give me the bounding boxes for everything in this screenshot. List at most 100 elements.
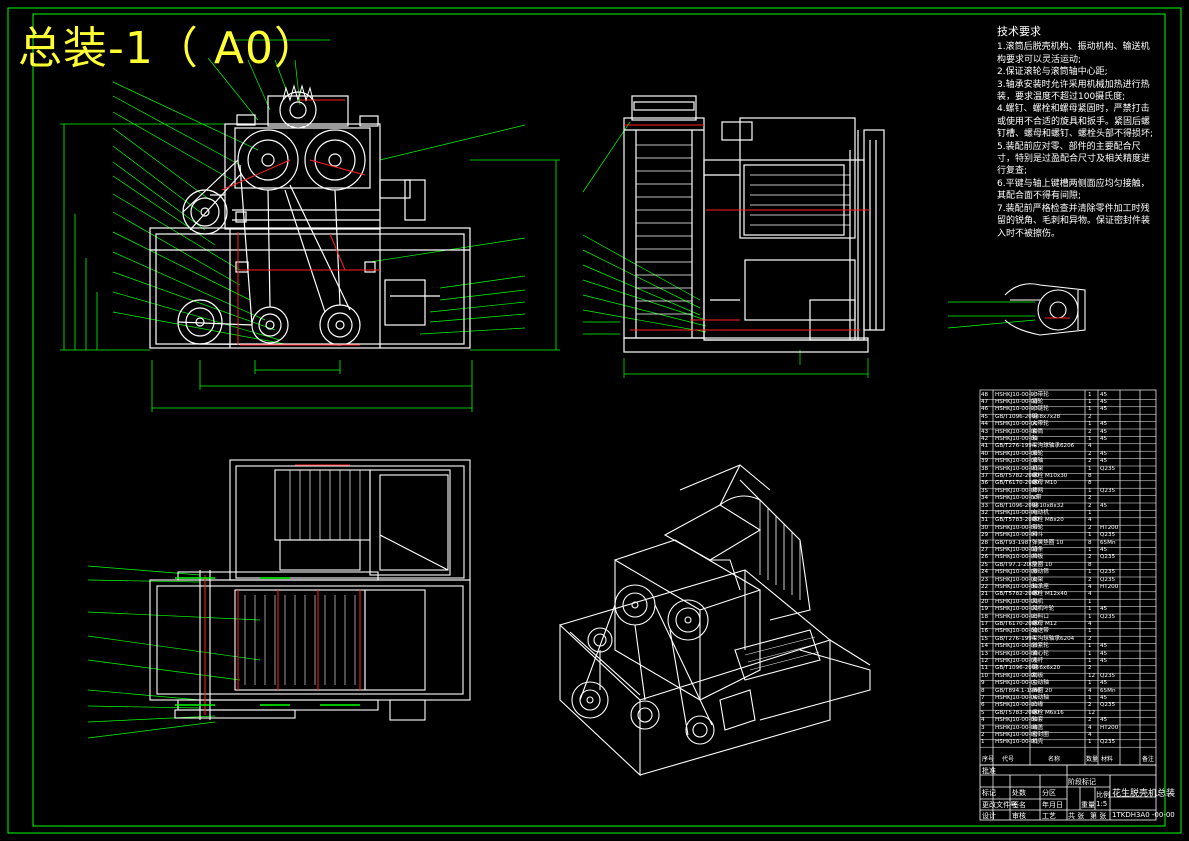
bom-cell: 3 [981,724,985,731]
bom-cell: Q235 [1100,672,1116,679]
bom-cell: GB/T276-1994 [995,635,1036,642]
bom-cell: 38 [981,465,989,472]
bom-cell: 1 [1088,487,1092,494]
bom-cell: 2 [1088,524,1092,531]
bom-cell: HSHKJ10-00-00 [995,495,1038,502]
bom-cell: 6 [981,702,985,709]
bom-cell: GB/T93-1987 [995,539,1032,546]
bom-cell: 2 [1088,702,1092,709]
bom-cell: GB/T5782-2000 [995,591,1039,598]
tb-row-label: 分区 [1042,789,1056,797]
bom-cell: 1 [1088,509,1092,516]
bom-cell: 1 [1088,569,1092,576]
bom-cell: 弹簧垫圈 10 [1032,539,1064,546]
bom-cell: 12 [981,657,989,664]
title-block [979,764,1157,821]
bom-cell: 13 [981,650,989,657]
bom-cell: HSHKJ10-00-00 [995,406,1038,413]
bom-cell: HSHKJ10-00-00 [995,613,1038,620]
bom-cell: Q235 [1100,702,1116,709]
bom-cell: 32 [981,509,989,516]
bom-cell: HSHKJ10-00-00 [995,583,1038,590]
bom-cell: 料斗 [1032,532,1044,539]
bom-cell: 连杆 [1032,657,1044,664]
tb-row-label: 更改文件号 [982,801,1017,809]
tech-requirements-heading: 技术要求 [997,25,1041,38]
bom-cell: 2 [1088,450,1092,457]
bom-cell: 2 [1088,458,1092,465]
bom-cell: 45 [1100,458,1108,465]
bom-cell: 39 [981,458,989,465]
bom-cell: 键 10x8x32 [1032,502,1064,509]
tb-stage-label: 比例 [1096,791,1110,799]
drawing-number: 1TKDH3A0 -00-00 [1112,811,1175,819]
tb-sheet-label: 共 张 [1068,812,1085,820]
bom-cell: 8 [1088,561,1092,568]
bom-header-code: 代号 [1002,756,1015,763]
bom-cell: 输送带 [1032,628,1049,635]
front-view [60,39,560,412]
bom-cell: 轴套 [1032,717,1044,724]
bom-cell: HSHKJ10-00-00 [995,694,1038,701]
bom-cell: GB/T5782-2000 [995,472,1039,479]
bom-cell: 螺栓 M6x16 [1032,709,1064,716]
bom-cell: Q235 [1100,739,1116,746]
tech-requirement-item: 4.螺钉、螺栓和螺母紧固时，严禁打击或使用不合适的旋具和扳手。紧固后螺钉槽、螺母… [997,104,1154,140]
bom-cell: Q235 [1100,613,1116,620]
bom-cell: 2 [1088,428,1092,435]
bom-cell: 14 [981,643,989,650]
bom-cell: 1 [1088,598,1092,605]
bom-table [979,389,1157,820]
bom-cell: 凸缘 [1032,702,1044,709]
bom-cell: 8 [1088,539,1092,546]
bom-cell: 1 [1088,546,1092,553]
tb-row-label: 标记 [982,789,996,797]
bom-cell: 45 [1100,694,1108,701]
bom-cell: 轴承座 [1032,583,1049,590]
bom-header-no: 序号 [982,756,995,763]
bom-header-name: 名称 [1048,756,1061,763]
bom-cell: 张紧轮 [1032,643,1049,650]
bom-cell: 19 [981,606,989,613]
bom-cell: 65Mn [1100,539,1116,546]
bom-cell: 41 [981,443,989,450]
bom-cell: 螺栓 M10x30 [1032,472,1068,479]
bom-cell: 4 [1088,687,1092,694]
bom-cell: 20 [981,598,989,605]
tech-requirement-item: 5.装配前应对零、部件的主要配合尺寸，特别是过盈配合尺寸及相关精度进行复查; [997,141,1151,177]
bom-cell: GB/T6170-2000 [995,480,1039,487]
bom-cell: GB/T1096-2003 [995,413,1039,420]
top-view [87,459,471,739]
bom-cell: HSHKJ10-00-00 [995,524,1038,531]
bom-cell: 4 [1088,591,1092,598]
bom-cell: 套筒 [1032,428,1044,435]
tb-scale: 1:5 [1096,800,1108,808]
bom-cell: 7 [981,694,985,701]
bom-cell: 33 [981,502,989,509]
bom-cell: HSHKJ10-00-00 [995,606,1038,613]
bom-cell: 刮板 [1032,672,1044,679]
bom-cell: 26 [981,554,989,561]
bom-cell: HSHKJ10-00-00 [995,554,1038,561]
bom-cell: HSHKJ10-00-00 [995,532,1038,539]
bom-cell: 1 [1088,465,1092,472]
bom-cell: 45 [1100,680,1108,687]
bom-cell: 1 [1088,406,1092,413]
bom-cell: GB/T894.1-1986 [995,687,1041,694]
bom-cell: 螺母 M12 [1032,620,1057,627]
bom-cell: 1 [1088,643,1092,650]
bom-cell: 2 [1088,635,1092,642]
bom-cell: 11 [981,665,989,672]
bom-cell: GB/T1096-2003 [995,502,1039,509]
bom-cell: 36 [981,480,989,487]
bom-cell: HSHKJ10-00-00 [995,717,1038,724]
bom-cell: 46 [981,406,989,413]
bom-cell: 45 [1100,450,1108,457]
bom-cell: 45 [1100,606,1108,613]
bom-cell: HSHKJ10-00-00 [995,724,1038,731]
bom-cell: 4 [1088,731,1092,738]
bom-cell: 40 [981,450,989,457]
bom-cell: 45 [1100,406,1108,413]
bom-cell: HSHKJ10-00-00 [995,465,1038,472]
bom-cell: 小链轮 [1032,406,1049,413]
